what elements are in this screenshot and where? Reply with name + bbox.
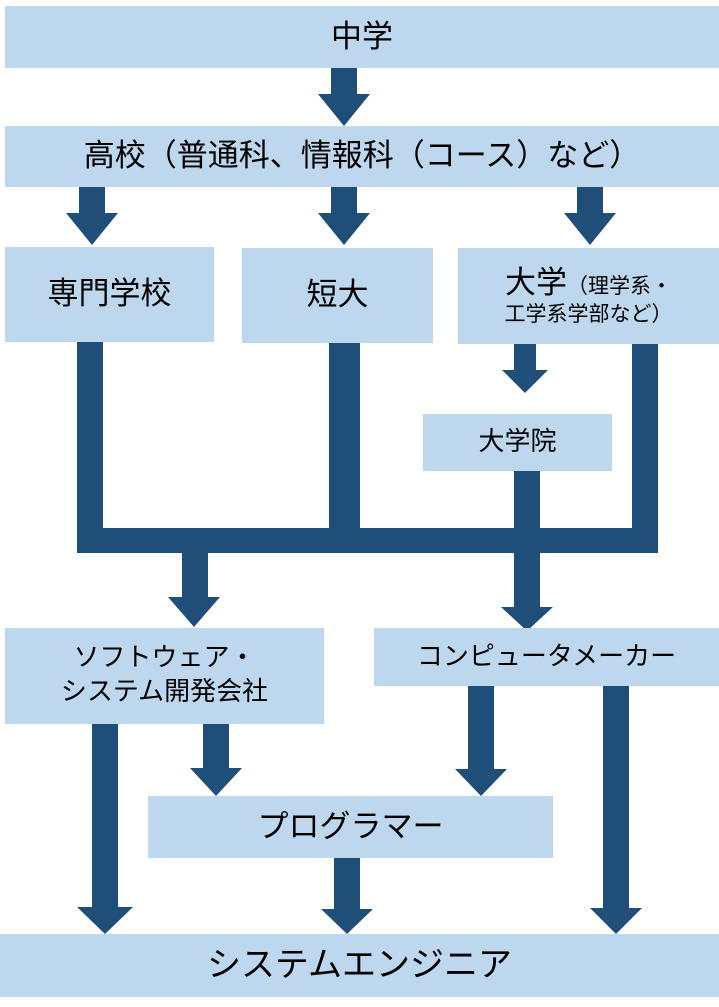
arrow-shaft-maker-se	[603, 686, 629, 908]
node-graduate-school: 大学院	[423, 414, 612, 471]
arrow-head-software-programmer	[190, 768, 242, 796]
arrow-shaft-hs-college	[331, 187, 357, 213]
arrow-shaft-univ-grad	[514, 344, 536, 370]
arrow-shaft-programmer-se	[334, 858, 360, 909]
node-university-main: 大学	[505, 264, 567, 301]
node-computer-maker: コンピュータメーカー	[374, 628, 719, 686]
arrow-head-hs-vocational	[66, 213, 118, 245]
node-university-line1: 大学（理学系・	[505, 265, 672, 302]
arrow-head-programmer-se	[321, 909, 373, 934]
node-computer-maker-label: コンピュータメーカー	[416, 641, 677, 672]
arrow-head-hs-college	[318, 213, 370, 245]
arrow-head-bus-software	[168, 597, 220, 627]
arrow-shaft-bus-software	[182, 553, 208, 597]
arrow-shaft-hs-vocational	[79, 187, 105, 213]
node-university-sub1: （理学系・	[567, 273, 672, 298]
node-programmer: プログラマー	[148, 796, 553, 858]
node-university-sub2: 工学系学部など）	[504, 302, 673, 326]
arrow-shaft-bus-maker	[514, 553, 540, 607]
node-software-company: ソフトウェア・ システム開発会社	[5, 628, 324, 724]
line-vocational-down	[77, 342, 103, 553]
arrow-head-jh-hs	[318, 94, 370, 126]
node-junior-college-label: 短大	[306, 277, 369, 314]
node-high-school: 高校（普通科、情報科（コース）など）	[5, 126, 719, 187]
arrow-shaft-jh-hs	[331, 68, 357, 94]
arrow-head-maker-programmer	[455, 769, 507, 796]
node-high-school-label: 高校（普通科、情報科（コース）など）	[83, 138, 641, 175]
node-system-engineer-label: システムエンジニア	[207, 945, 512, 986]
node-programmer-label: プログラマー	[257, 808, 444, 845]
arrow-head-hs-university	[564, 213, 616, 245]
node-software-company-line1: ソフトウェア・	[73, 643, 256, 674]
node-university: 大学（理学系・ 工学系学部など）	[458, 248, 719, 344]
node-vocational-school-label: 専門学校	[47, 276, 172, 313]
node-graduate-school-label: 大学院	[478, 427, 557, 458]
arrow-shaft-software-se	[92, 724, 118, 908]
arrow-head-maker-se	[590, 908, 642, 934]
node-software-company-line2: システム開発会社	[60, 677, 269, 707]
arrow-head-univ-grad	[502, 370, 548, 393]
line-college-down	[329, 343, 360, 553]
arrow-head-bus-maker	[501, 607, 553, 631]
node-vocational-school: 専門学校	[5, 247, 214, 342]
arrow-shaft-hs-university	[577, 187, 603, 213]
node-junior-college: 短大	[242, 248, 433, 343]
merge-bus	[77, 528, 658, 553]
arrow-head-software-se	[77, 907, 133, 934]
node-junior-high-label: 中学	[331, 18, 393, 55]
node-system-engineer: システムエンジニア	[0, 934, 719, 997]
node-junior-high: 中学	[5, 6, 719, 68]
line-university-right-down	[632, 344, 658, 553]
arrow-shaft-software-programmer	[203, 724, 229, 768]
arrow-shaft-maker-programmer	[468, 686, 494, 769]
